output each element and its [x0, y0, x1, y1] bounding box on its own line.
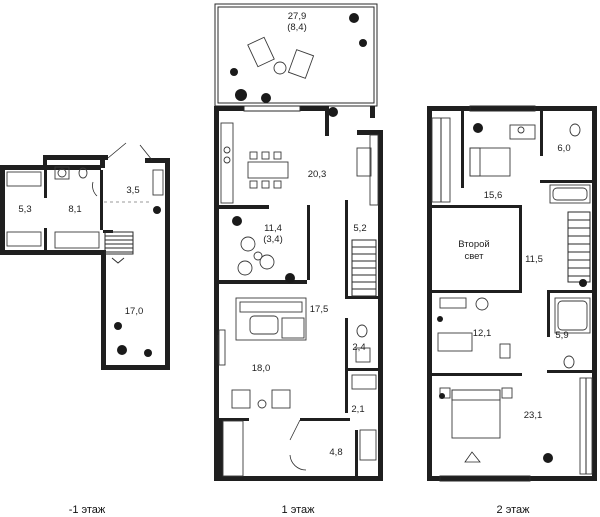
room-area-27-9-sub: (8,4) [287, 22, 307, 33]
room-area-4-8: 4,8 [329, 447, 342, 458]
room-area-11-4-sub: (3,4) [263, 234, 283, 245]
room-area-5-9: 5,9 [555, 330, 568, 341]
floor-label-1: 1 этаж [282, 504, 316, 516]
room-area-12-1: 12,1 [473, 328, 492, 339]
room-area-6-0: 6,0 [557, 143, 570, 154]
room-area-11-4: 11,4 [264, 223, 282, 234]
room-area-5-3: 5,3 [18, 204, 31, 215]
room-area-23-1: 23,1 [524, 410, 543, 421]
room-area-17-5: 17,5 [310, 304, 329, 315]
room-area-11-5: 11,5 [525, 254, 543, 265]
floor-1-plan: 27,9 (8,4) 20,3 11,4 (3,4) 5,2 17,5 2,4 … [214, 3, 383, 481]
room-area-18-0: 18,0 [252, 363, 271, 374]
room-area-2-1: 2,1 [351, 404, 364, 415]
floor-minus-1-plan: 5,3 8,1 3,5 17,0 [0, 142, 170, 370]
room-area-15-6: 15,6 [484, 190, 503, 201]
room-area-2-4: 2,4 [352, 342, 365, 353]
floor-label-minus-1: -1 этаж [69, 504, 106, 516]
room-label-second-light: Второй [458, 239, 489, 250]
room-label-second-light-sub: свет [464, 251, 484, 262]
room-area-17-0: 17,0 [125, 306, 144, 317]
room-area-3-5: 3,5 [126, 185, 139, 196]
floor-2-plan: 6,0 15,6 Второй свет 11,5 12,1 5,9 23,1 [427, 105, 597, 482]
room-area-5-2: 5,2 [353, 223, 366, 234]
room-area-8-1: 8,1 [68, 204, 81, 215]
floor-label-2: 2 этаж [497, 504, 531, 516]
room-area-20-3: 20,3 [308, 169, 327, 180]
room-area-27-9: 27,9 [288, 11, 307, 22]
